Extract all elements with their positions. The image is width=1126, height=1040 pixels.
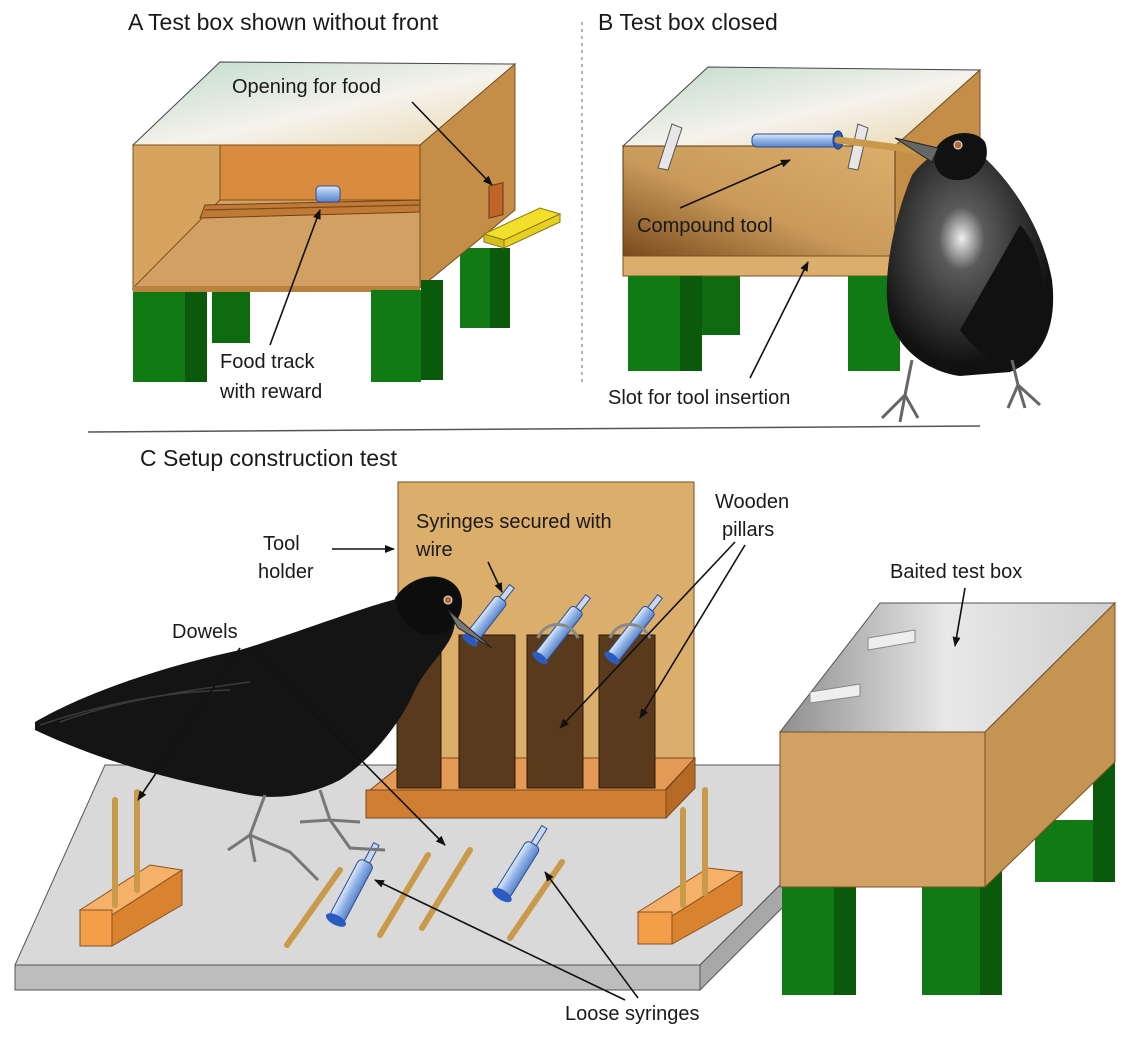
secured-syringe xyxy=(532,593,592,665)
label-food-track-2: with reward xyxy=(219,381,322,403)
baited-test-box xyxy=(778,601,1117,995)
reward-capsule xyxy=(315,185,341,203)
food-tray-side xyxy=(503,213,561,249)
arrow-dowels-1 xyxy=(137,647,241,801)
wooden-pillar xyxy=(458,634,516,789)
loose-dowel xyxy=(284,867,343,948)
crow-eye xyxy=(953,140,963,150)
leg xyxy=(680,276,702,371)
loose-dowel xyxy=(419,847,473,931)
right-side xyxy=(419,62,516,290)
panel-a-title: A Test box shown without front xyxy=(128,9,439,35)
holder-base-front xyxy=(365,789,667,819)
crow-beak xyxy=(894,137,939,163)
leg xyxy=(371,290,421,382)
arrow-loose-2 xyxy=(544,871,639,999)
leg xyxy=(700,275,740,335)
label-dowels: Dowels xyxy=(172,621,238,643)
label-compound-tool: Compound tool xyxy=(637,215,773,237)
leg xyxy=(212,288,250,343)
bottom-rim xyxy=(133,286,420,292)
holder-base-side xyxy=(665,756,696,820)
securing-wire xyxy=(608,623,652,639)
arrow-loose-1 xyxy=(374,879,626,1001)
leg xyxy=(133,292,185,382)
panel-b-title: B Test box closed xyxy=(598,9,778,35)
label-tool-holder-1: Tool xyxy=(263,533,300,555)
leg xyxy=(185,292,207,382)
panel-a: A Test box shown without front Ope xyxy=(128,9,562,403)
label-syringes-1: Syringes secured with xyxy=(416,511,612,533)
label-opening-for-food: Opening for food xyxy=(232,76,381,98)
leg xyxy=(490,248,510,328)
loose-syringe xyxy=(492,824,548,903)
food-track xyxy=(199,199,421,219)
crow-eye xyxy=(443,595,453,605)
leg xyxy=(421,280,443,380)
panel-c: C Setup construction test xyxy=(14,445,1117,1025)
label-loose-syringes: Loose syringes xyxy=(565,1003,700,1025)
label-baited-test-box: Baited test box xyxy=(890,561,1022,583)
label-pillars-2: pillars xyxy=(722,519,774,541)
label-food-track-1: Food track xyxy=(220,351,315,373)
label-tool-holder-2: holder xyxy=(258,561,314,583)
label-slot: Slot for tool insertion xyxy=(608,387,790,409)
arrow-pillars-2 xyxy=(639,544,746,719)
securing-wire xyxy=(536,623,580,639)
compound-syringe xyxy=(751,133,839,148)
label-pillars-1: Wooden xyxy=(715,491,789,513)
horizontal-divider xyxy=(87,425,981,433)
arrow-syringes xyxy=(487,561,503,593)
arrow-compound-tool xyxy=(679,159,791,209)
arrow-dowels-2 xyxy=(249,647,446,846)
food-track-rail xyxy=(204,204,421,211)
crow-beak xyxy=(447,609,493,649)
loose-dowel xyxy=(377,852,431,938)
panel-c-title: C Setup construction test xyxy=(140,445,398,471)
hinge-left xyxy=(657,123,683,171)
wooden-pillar xyxy=(526,634,584,789)
arrow-pillars-1 xyxy=(559,541,736,729)
label-syringes-2: wire xyxy=(415,539,453,561)
arrow-baited xyxy=(952,587,966,647)
food-opening xyxy=(488,181,504,219)
secured-syringe xyxy=(604,593,664,665)
panel-b: B Test box closed Compou xyxy=(598,9,1054,423)
insertion-slot xyxy=(622,255,896,277)
dowel-stand-left xyxy=(78,789,184,947)
crow-c xyxy=(35,576,493,882)
loose-syringe xyxy=(326,841,380,927)
leg xyxy=(628,276,680,371)
crow-b xyxy=(880,132,1054,423)
compound-dowel xyxy=(834,136,919,154)
secured-syringe xyxy=(462,583,515,647)
arrow-slot xyxy=(749,261,809,379)
arrow-opening xyxy=(411,101,493,186)
dowel-stand-right xyxy=(636,787,744,945)
arrow-food-track xyxy=(269,209,321,346)
